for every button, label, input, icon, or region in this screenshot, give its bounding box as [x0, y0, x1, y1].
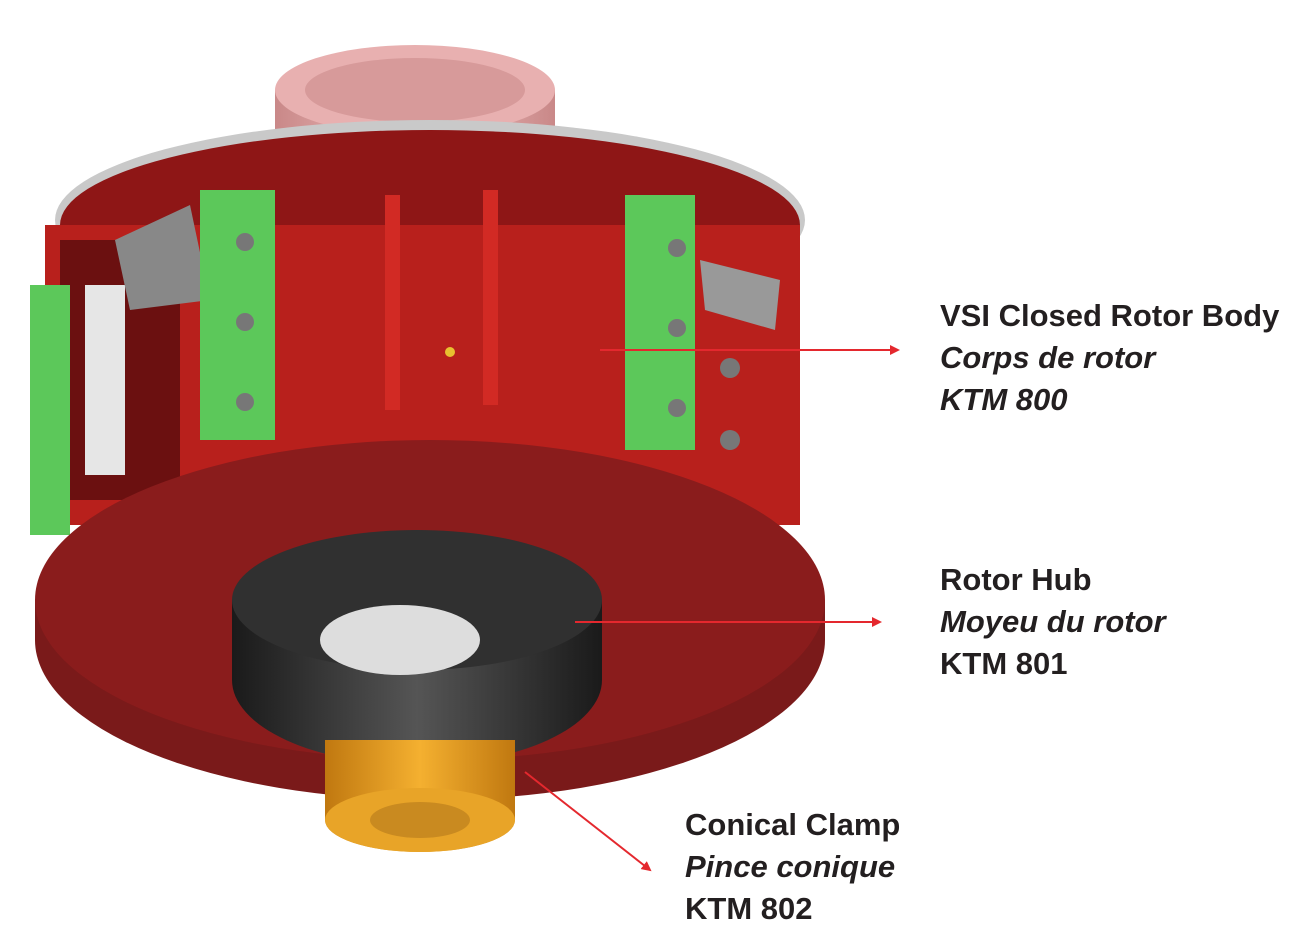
conical-clamp-name-fr: Pince conique — [685, 849, 896, 884]
rotor-body-name-en: VSI Closed Rotor Body — [940, 298, 1280, 333]
rotor-body-code: KTM 800 — [940, 382, 1068, 417]
rotor-body-label: VSI Closed Rotor Body Corps de rotor KTM… — [940, 295, 1279, 421]
rotor-hub-name-en: Rotor Hub — [940, 562, 1092, 597]
conical-clamp-code: KTM 802 — [685, 891, 813, 926]
rotor-hub-code: KTM 801 — [940, 646, 1068, 681]
conical-clamp — [325, 740, 515, 852]
rotor-body-name-fr: Corps de rotor — [940, 340, 1156, 375]
conical-clamp-name-en: Conical Clamp — [685, 807, 901, 842]
arrow-conical-clamp — [524, 771, 652, 872]
conical-clamp-label: Conical Clamp Pince conique KTM 802 — [685, 804, 900, 930]
rotor-hub-name-fr: Moyeu du rotor — [940, 604, 1166, 639]
liner-plate — [30, 285, 70, 535]
rotor-hub-label: Rotor Hub Moyeu du rotor KTM 801 — [940, 559, 1166, 685]
rotor-hub — [232, 530, 602, 765]
